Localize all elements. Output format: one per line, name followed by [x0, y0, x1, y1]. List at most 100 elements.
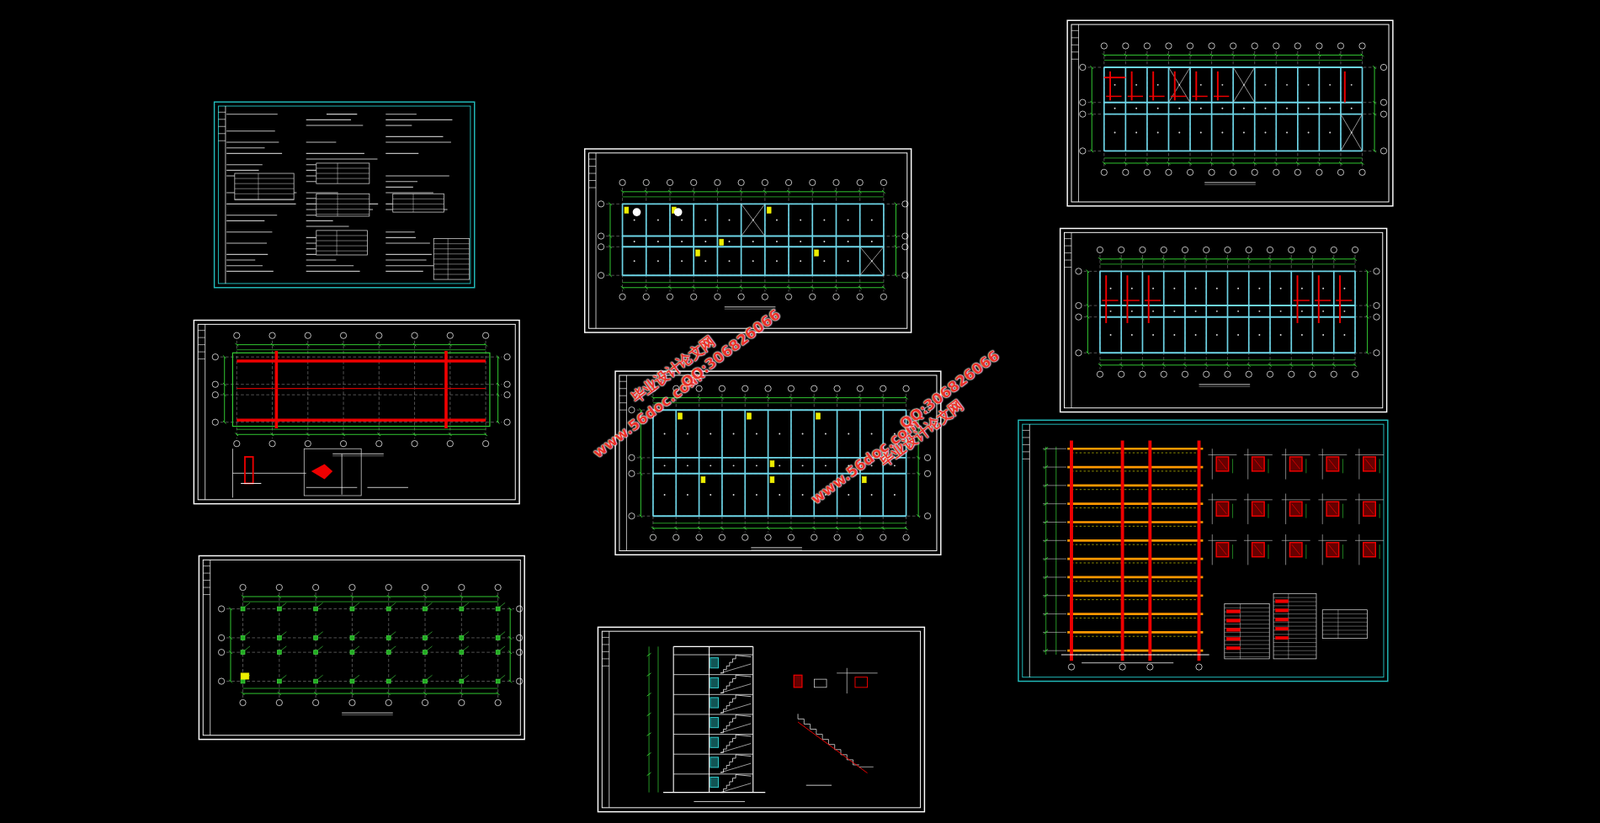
- cad-line: [720, 396, 724, 400]
- axis-bubble: [515, 648, 522, 655]
- axis-bubble: [212, 419, 218, 426]
- slab-mark: [752, 260, 755, 262]
- cad-line: [1354, 271, 1356, 353]
- cad-line: [813, 393, 815, 533]
- slab-mark: [733, 494, 735, 496]
- cad-line: [306, 487, 358, 489]
- axis-bubble: [856, 534, 863, 541]
- cad-line: [508, 680, 512, 684]
- cad-line: [622, 287, 884, 288]
- axis-bubble: [411, 441, 418, 447]
- cad-line: [447, 239, 449, 280]
- cad-line: [716, 190, 720, 194]
- cad-rect: [624, 207, 629, 213]
- cad-line: [663, 792, 766, 793]
- cad-line: [1102, 161, 1106, 165]
- cad-line: [834, 190, 839, 194]
- axis-bubble: [212, 392, 218, 399]
- slab-mark: [1114, 107, 1117, 110]
- cad-line: [743, 396, 747, 400]
- cad-line: [653, 473, 907, 475]
- cad-line: [608, 631, 610, 808]
- cad-line: [858, 190, 862, 194]
- slab-mark: [1258, 310, 1260, 313]
- cad-line: [1124, 53, 1128, 58]
- cad-line: [1273, 633, 1317, 635]
- cad-line: [1268, 257, 1272, 261]
- cad-line: [835, 203, 838, 276]
- axis-bubble: [1160, 246, 1167, 253]
- cad-line: [1224, 615, 1270, 617]
- cad-line: [858, 396, 862, 400]
- cad-rect: [495, 635, 500, 640]
- axis-bubble: [628, 407, 635, 414]
- slab-mark: [1114, 84, 1117, 86]
- cad-line: [393, 198, 445, 200]
- cad-line: [744, 393, 746, 533]
- axis-bubble: [482, 441, 489, 447]
- cad-line: [1184, 255, 1186, 370]
- slab-mark: [1135, 84, 1138, 86]
- cad-rect: [589, 153, 908, 329]
- cad-line: [226, 113, 278, 115]
- cad-line: [1322, 629, 1367, 631]
- cad-line: [226, 265, 263, 266]
- cad-rect: [1326, 542, 1340, 558]
- cad-line: [835, 526, 840, 531]
- cad-line: [426, 646, 432, 651]
- cad-line: [1224, 623, 1270, 625]
- cad-line: [720, 684, 751, 694]
- slab-mark: [1286, 132, 1288, 134]
- cad-line: [232, 473, 306, 474]
- cad-rect: [1226, 628, 1240, 633]
- cad-line: [236, 359, 486, 363]
- cad-line: [316, 203, 370, 205]
- axis-bubble: [1359, 169, 1366, 176]
- cad-line: [860, 246, 884, 276]
- axis-bubble: [1068, 664, 1074, 670]
- axis-bubble: [1351, 246, 1358, 253]
- cad-line: [448, 432, 452, 436]
- cad-line: [1247, 494, 1249, 525]
- cad-line: [764, 203, 766, 276]
- cad-line: [234, 178, 294, 180]
- slab-mark: [704, 240, 707, 243]
- cad-rect: [1018, 419, 1388, 681]
- cad-line: [1191, 95, 1207, 97]
- slab-mark: [1350, 84, 1353, 86]
- cad-line: [644, 286, 649, 290]
- cad-line: [1328, 458, 1338, 469]
- axis-bubble: [1316, 42, 1323, 49]
- cad-line: [228, 607, 233, 612]
- cad-line: [385, 237, 416, 239]
- axis-bubble: [504, 381, 511, 388]
- cad-line: [743, 526, 747, 531]
- cad-line: [277, 691, 282, 696]
- cad-rect: [423, 679, 428, 684]
- cad-line: [767, 409, 770, 516]
- cad-line: [226, 142, 279, 144]
- axis-bubble: [1203, 371, 1210, 378]
- cad-line: [653, 515, 907, 517]
- cad-line: [1312, 271, 1314, 353]
- cad-line: [316, 208, 370, 210]
- cad-line: [744, 409, 746, 516]
- cad-line: [306, 119, 351, 121]
- cad-line: [243, 601, 499, 603]
- drawing-sheet: [1018, 419, 1388, 681]
- cad-line: [234, 343, 239, 347]
- axis-bubble: [619, 293, 626, 300]
- cad-line: [589, 186, 596, 188]
- cad-line: [1366, 270, 1370, 274]
- slab-mark: [871, 240, 873, 243]
- cad-line: [619, 395, 627, 397]
- slab-mark: [1110, 287, 1112, 290]
- cad-line: [508, 636, 512, 640]
- slab-mark: [778, 464, 781, 467]
- cad-rect: [386, 635, 391, 640]
- slab-mark: [1307, 107, 1310, 110]
- cad-line: [1127, 95, 1143, 97]
- cad-line: [1071, 617, 1200, 619]
- cad-line: [645, 203, 648, 276]
- cad-line: [673, 694, 754, 696]
